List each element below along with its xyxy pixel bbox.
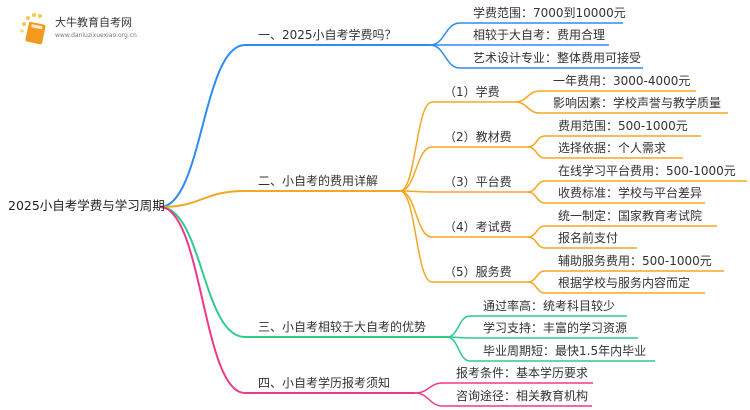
leaf-edge xyxy=(514,101,728,114)
branch-edge xyxy=(159,206,415,394)
sub-branch-edge xyxy=(399,146,528,192)
logo-url: www.daniuzixuexiao.org.cn xyxy=(55,32,137,39)
branch-edge xyxy=(159,206,447,338)
branch-node[interactable]: 四、小自考学历报考须知 xyxy=(258,376,391,390)
leaf-node[interactable]: 收费标准：学校与平台差异 xyxy=(558,186,703,200)
leaf-edge xyxy=(429,44,643,69)
leaf-edge xyxy=(527,191,705,204)
leaf-edge xyxy=(527,180,747,193)
leaf-edge xyxy=(414,392,592,407)
leaf-edge xyxy=(446,336,655,362)
leaf-edge xyxy=(527,146,683,159)
leaf-node[interactable]: 影响因素：学校声誉与教学质量 xyxy=(553,96,722,110)
leaf-edge xyxy=(446,315,627,338)
leaf-node[interactable]: 艺术设计专业：整体费用可接受 xyxy=(473,51,642,65)
leaf-edge xyxy=(429,22,623,46)
leaf-edge xyxy=(527,270,724,283)
leaf-node[interactable]: 咨询途径：相关教育机构 xyxy=(456,389,589,403)
leaf-node[interactable]: 费用范围：500-1000元 xyxy=(558,119,688,133)
leaf-edge xyxy=(514,90,696,103)
branch-node[interactable]: 三、小自考相较于大自考的优势 xyxy=(258,320,427,334)
leaf-node[interactable]: 在线学习平台费用：500-1000元 xyxy=(558,164,736,178)
sub-branch-node[interactable]: （2）教材费 xyxy=(444,130,512,144)
leaf-edge xyxy=(446,336,638,339)
sub-branch-node[interactable]: （5）服务费 xyxy=(444,265,512,279)
leaf-edge xyxy=(527,135,701,148)
leaf-node[interactable]: 根据学校与服务内容而定 xyxy=(558,276,691,290)
leaf-edge xyxy=(527,225,717,238)
root-node[interactable]: 2025小自考学费与学习周期 xyxy=(8,198,165,213)
leaf-node[interactable]: 学习支持：丰富的学习资源 xyxy=(483,321,628,335)
leaf-node[interactable]: 辅助服务费用：500-1000元 xyxy=(558,254,712,268)
leaf-node[interactable]: 选择依据：个人需求 xyxy=(558,141,667,155)
sub-branch-edge xyxy=(399,101,515,192)
branch-edge xyxy=(159,44,430,208)
sub-branch-edge xyxy=(399,190,528,238)
sub-branch-node[interactable]: （4）考试费 xyxy=(444,220,512,234)
leaf-node[interactable]: 学费范围：7000到10000元 xyxy=(473,6,626,20)
logo: 大牛教育自考网 www.daniuzixuexiao.org.cn xyxy=(18,12,137,48)
leaf-node[interactable]: 报考条件：基本学历要求 xyxy=(456,366,589,380)
branch-node[interactable]: 一、2025小自考学费吗？ xyxy=(258,28,397,42)
sub-branch-node[interactable]: （3）平台费 xyxy=(444,175,512,189)
leaf-node[interactable]: 报名前支付 xyxy=(558,231,619,245)
sub-branch-edge xyxy=(399,190,528,193)
sub-branch-node[interactable]: （1）学费 xyxy=(444,85,500,99)
leaf-node[interactable]: 相较于大自考：费用合理 xyxy=(473,28,606,42)
sub-branch-edge xyxy=(399,190,528,283)
branch-node[interactable]: 二、小自考的费用详解 xyxy=(258,174,379,188)
book-logo-icon xyxy=(20,13,46,45)
leaf-node[interactable]: 一年费用：3000-4000元 xyxy=(553,74,691,88)
leaf-node[interactable]: 统一制定：国家教育考试院 xyxy=(558,209,703,223)
leaf-edge xyxy=(527,281,705,294)
logo-title: 大牛教育自考网 xyxy=(55,16,132,29)
leaf-node[interactable]: 毕业周期短：最快1.5年内毕业 xyxy=(483,344,647,358)
leaf-edge xyxy=(527,236,637,249)
leaf-node[interactable]: 通过率高：统考科目较少 xyxy=(483,299,616,313)
branch-edge xyxy=(159,190,400,208)
